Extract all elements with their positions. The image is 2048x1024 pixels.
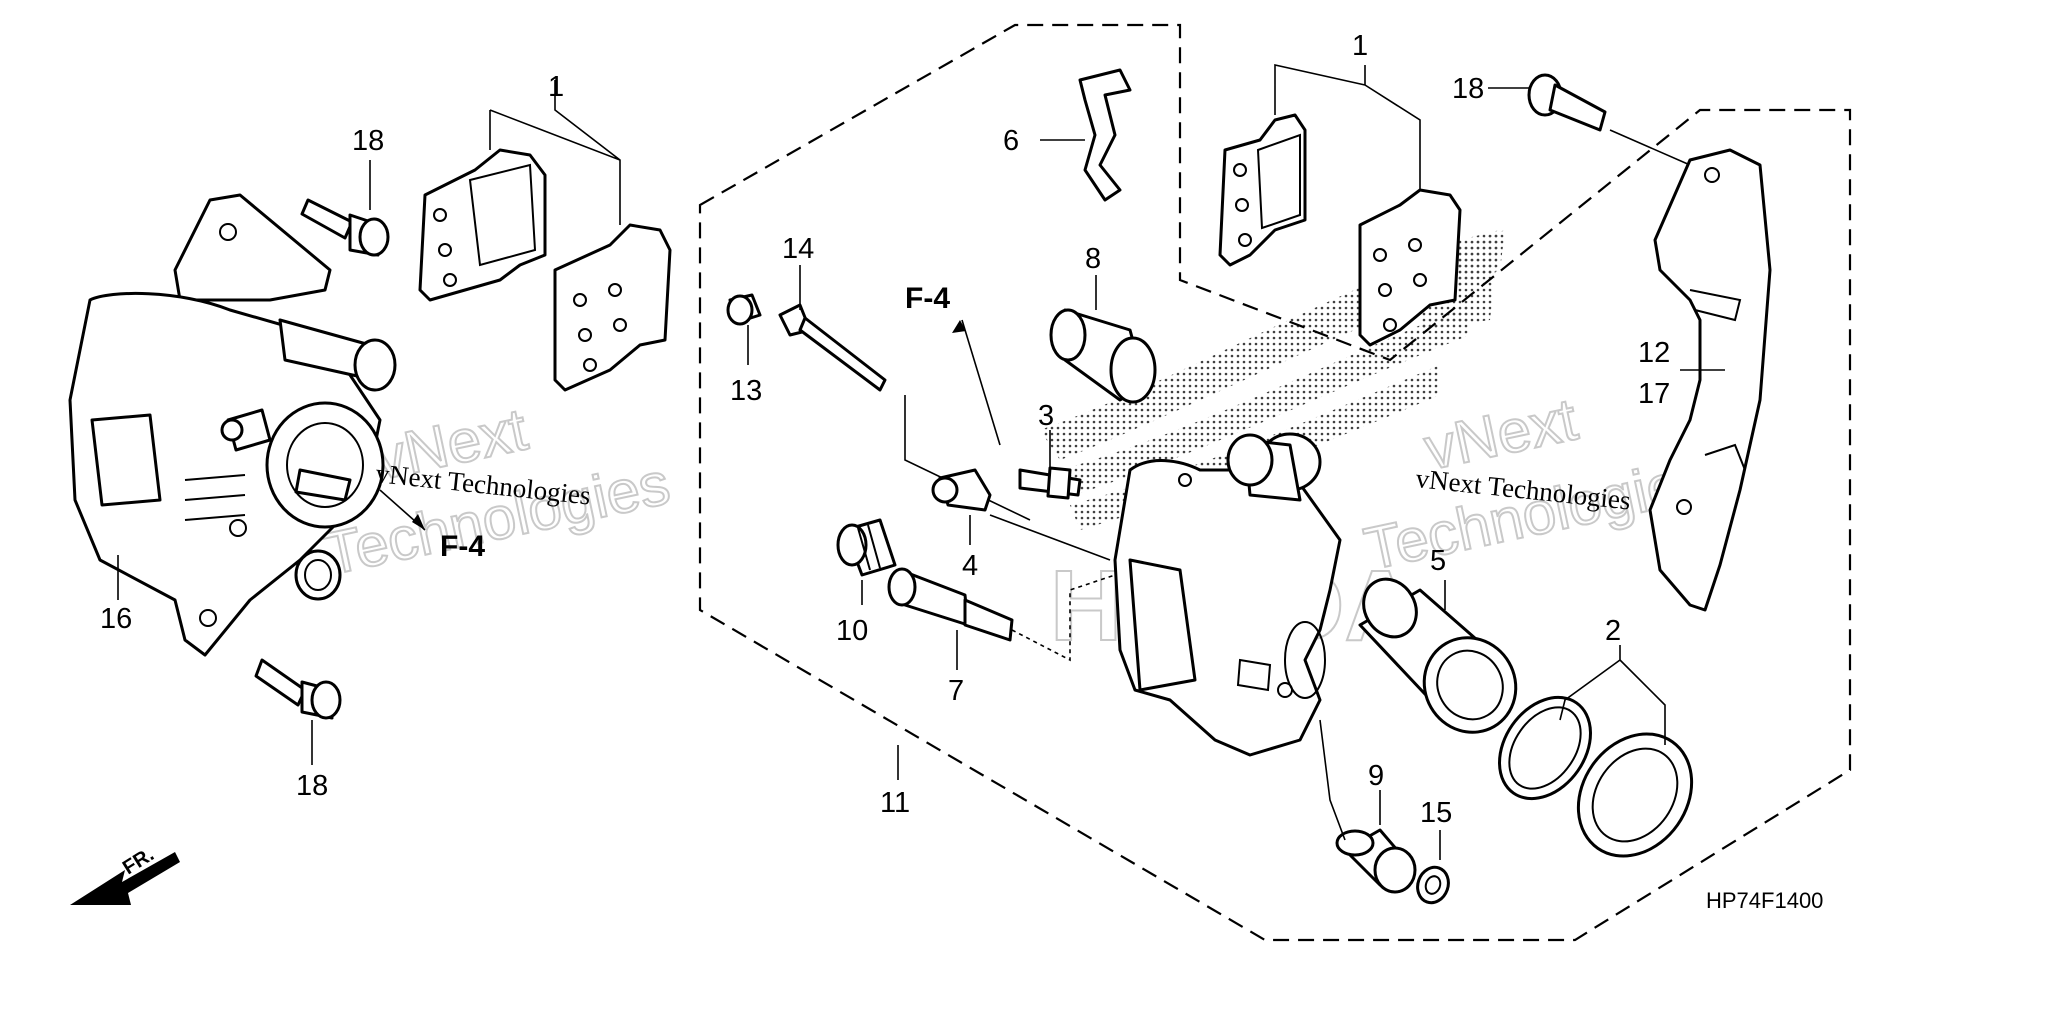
pin-bolt-7 bbox=[887, 567, 1014, 642]
assembly-boundary-11 bbox=[698, 23, 1852, 942]
callout-8: 8 bbox=[1085, 243, 1101, 275]
caliper-bracket-12-17 bbox=[1648, 148, 1772, 612]
bleeder-cap-4 bbox=[931, 468, 992, 512]
bolt-18-lower-left bbox=[254, 658, 342, 720]
callout-10: 10 bbox=[836, 615, 868, 647]
callout-2: 2 bbox=[1605, 615, 1621, 647]
callout-18-upper-left: 18 bbox=[352, 125, 384, 157]
bleeder-valve-3 bbox=[1018, 466, 1082, 500]
piston-5 bbox=[1358, 577, 1518, 734]
callout-1-left: 1 bbox=[548, 71, 564, 103]
arrow-f4-center bbox=[952, 320, 966, 333]
leader-9 bbox=[1319, 719, 1381, 841]
pin-boot-8 bbox=[1049, 308, 1157, 404]
leader-18-right bbox=[1488, 87, 1691, 166]
callout-14: 14 bbox=[782, 233, 814, 265]
ref-f4-left: F-4 bbox=[440, 530, 485, 563]
callout-7: 7 bbox=[948, 675, 964, 707]
leader-1-left bbox=[489, 80, 621, 225]
pad-pin-14 bbox=[778, 303, 887, 392]
callout-4: 4 bbox=[962, 550, 978, 582]
boot-9 bbox=[1335, 828, 1417, 894]
cap-13 bbox=[726, 293, 762, 326]
caliper-body-11 bbox=[1113, 432, 1342, 757]
pad-retainer-clip-6 bbox=[1078, 68, 1132, 202]
callout-18-lower-left: 18 bbox=[296, 770, 328, 802]
rear-caliper-assembly-16 bbox=[68, 193, 397, 657]
watermark-large: vNext Technologies vNext Technologies HO… bbox=[318, 384, 1717, 663]
callout-15: 15 bbox=[1420, 797, 1452, 829]
callout-13: 13 bbox=[730, 375, 762, 407]
leader-f4-center bbox=[961, 319, 1001, 446]
left-brake-pads-1 bbox=[418, 148, 672, 392]
arrow-f4-left bbox=[412, 514, 425, 530]
washer-15 bbox=[1416, 865, 1450, 905]
callout-12: 12 bbox=[1638, 337, 1670, 369]
piston-seals-2 bbox=[1498, 695, 1694, 858]
guide-7 bbox=[1011, 569, 1131, 662]
callout-3: 3 bbox=[1038, 400, 1054, 432]
guide-4 bbox=[989, 514, 1111, 561]
leader-1-right bbox=[1274, 64, 1421, 190]
callout-16: 16 bbox=[100, 603, 132, 635]
callout-1-right: 1 bbox=[1352, 30, 1368, 62]
bolt-18-upper-left bbox=[300, 198, 390, 257]
front-direction-arrow: FR. bbox=[70, 844, 180, 905]
callout-11: 11 bbox=[880, 787, 910, 819]
callout-18-right: 18 bbox=[1452, 73, 1484, 105]
callout-17: 17 bbox=[1638, 378, 1670, 410]
callout-9: 9 bbox=[1368, 760, 1384, 792]
ref-f4-center: F-4 bbox=[905, 282, 950, 315]
right-brake-pads-1 bbox=[1218, 113, 1462, 347]
leader-2 bbox=[1559, 645, 1666, 745]
bolt-18-right bbox=[1527, 73, 1607, 132]
diagram-code: HP74F1400 bbox=[1706, 888, 1823, 913]
boot-10 bbox=[836, 518, 897, 577]
callout-5: 5 bbox=[1430, 545, 1446, 577]
callout-6: 6 bbox=[1003, 125, 1019, 157]
